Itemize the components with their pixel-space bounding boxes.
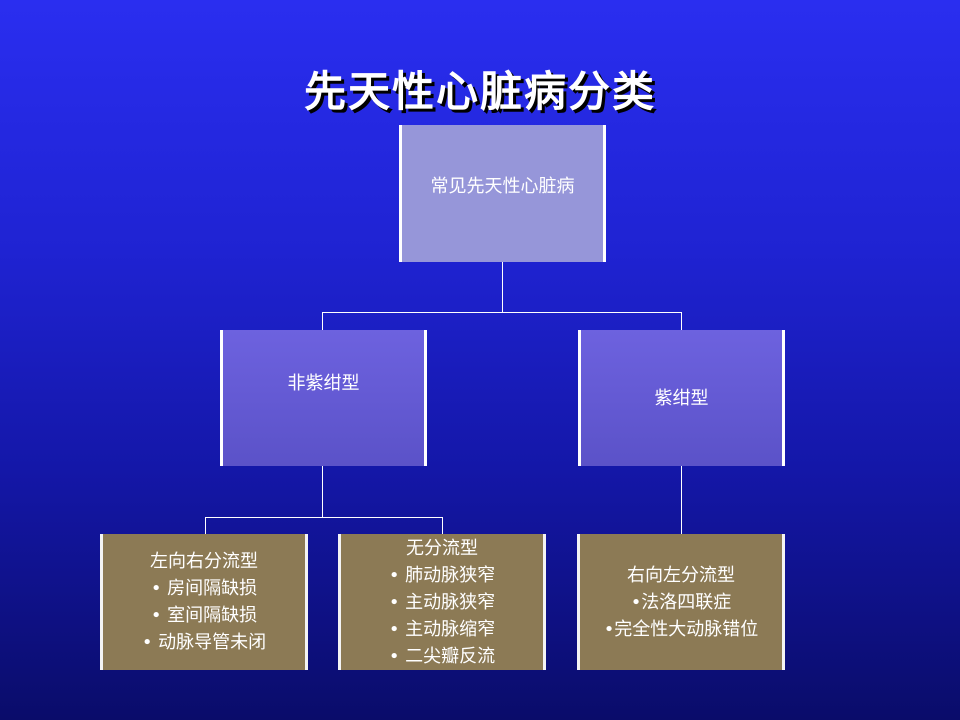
rtl-shunt-heading: 右向左分流型	[627, 564, 735, 586]
cyanotic-node: 紫绀型	[578, 330, 785, 466]
rtl-shunt-item: •法洛四联症	[630, 591, 732, 613]
no-shunt-node: 无分流型 • 肺动脉狭窄 • 主动脉狭窄 • 主动脉缩窄 • 二尖瓣反流	[338, 534, 546, 670]
rtl-shunt-node: 右向左分流型 •法洛四联症 •完全性大动脉错位	[577, 534, 785, 670]
connector-level2-bar	[205, 517, 443, 518]
ltr-shunt-node: 左向右分流型 • 房间隔缺损 • 室间隔缺损 • 动脉导管未闭	[100, 534, 308, 670]
no-shunt-item: • 主动脉缩窄	[388, 618, 496, 640]
page-title: 先天性心脏病分类	[303, 67, 656, 116]
connector-acyanotic-down	[322, 466, 323, 517]
connector-cyanotic-down	[681, 466, 682, 534]
connector-to-cyanotic	[681, 312, 682, 330]
no-shunt-item: • 肺动脉狭窄	[388, 564, 496, 586]
ltr-shunt-item: • 室间隔缺损	[150, 605, 258, 626]
no-shunt-item: • 二尖瓣反流	[388, 645, 496, 667]
acyanotic-node-label: 非紫绀型	[287, 372, 360, 394]
root-node-label: 常见先天性心脏病	[430, 176, 575, 197]
connector-to-no-shunt	[442, 517, 443, 534]
rtl-shunt-item: •完全性大动脉错位	[603, 618, 759, 640]
root-node: 常见先天性心脏病	[399, 125, 606, 262]
connector-to-ltr-shunt	[205, 517, 206, 534]
connector-root-down	[502, 262, 503, 312]
ltr-shunt-item: • 房间隔缺损	[150, 578, 258, 599]
connector-to-acyanotic	[322, 312, 323, 330]
ltr-shunt-heading: 左向右分流型	[150, 551, 258, 572]
no-shunt-item: • 主动脉狭窄	[388, 591, 496, 613]
cyanotic-node-label: 紫绀型	[654, 387, 709, 409]
connector-level1-bar	[322, 312, 682, 313]
no-shunt-heading: 无分流型	[406, 537, 478, 559]
ltr-shunt-item: • 动脉导管未闭	[141, 632, 267, 653]
acyanotic-node: 非紫绀型	[220, 330, 427, 466]
